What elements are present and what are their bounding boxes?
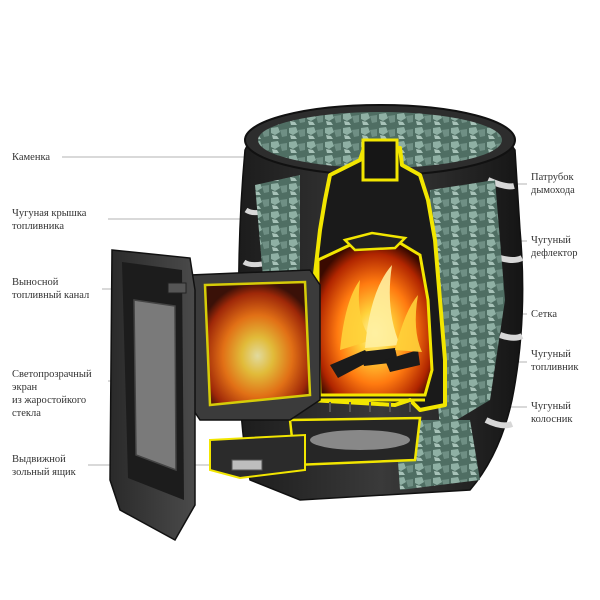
label-grate: Чугуный колосник	[531, 401, 573, 425]
label-flue-pipe: Патрубок дымохода	[531, 172, 575, 196]
label-mesh: Сетка	[531, 309, 557, 320]
flames	[340, 265, 422, 352]
label-deflector: Чугуный дефлектор	[531, 235, 578, 259]
label-firebox: Чугуный топливник	[531, 349, 579, 373]
firebox-cutaway	[288, 138, 447, 467]
label-kamenka: Каменка	[12, 152, 51, 163]
label-glass-screen: Светопрозрачный экран из жаростойкого ст…	[12, 369, 92, 419]
label-ash-box: Выдвижной зольный ящик	[12, 454, 76, 478]
logs	[330, 348, 420, 378]
door	[109, 249, 196, 542]
fuel-channel	[189, 269, 321, 480]
label-lid: Чугуная крышка топливника	[12, 208, 87, 232]
label-fuel-channel: Выносной топливный канал	[12, 277, 90, 301]
